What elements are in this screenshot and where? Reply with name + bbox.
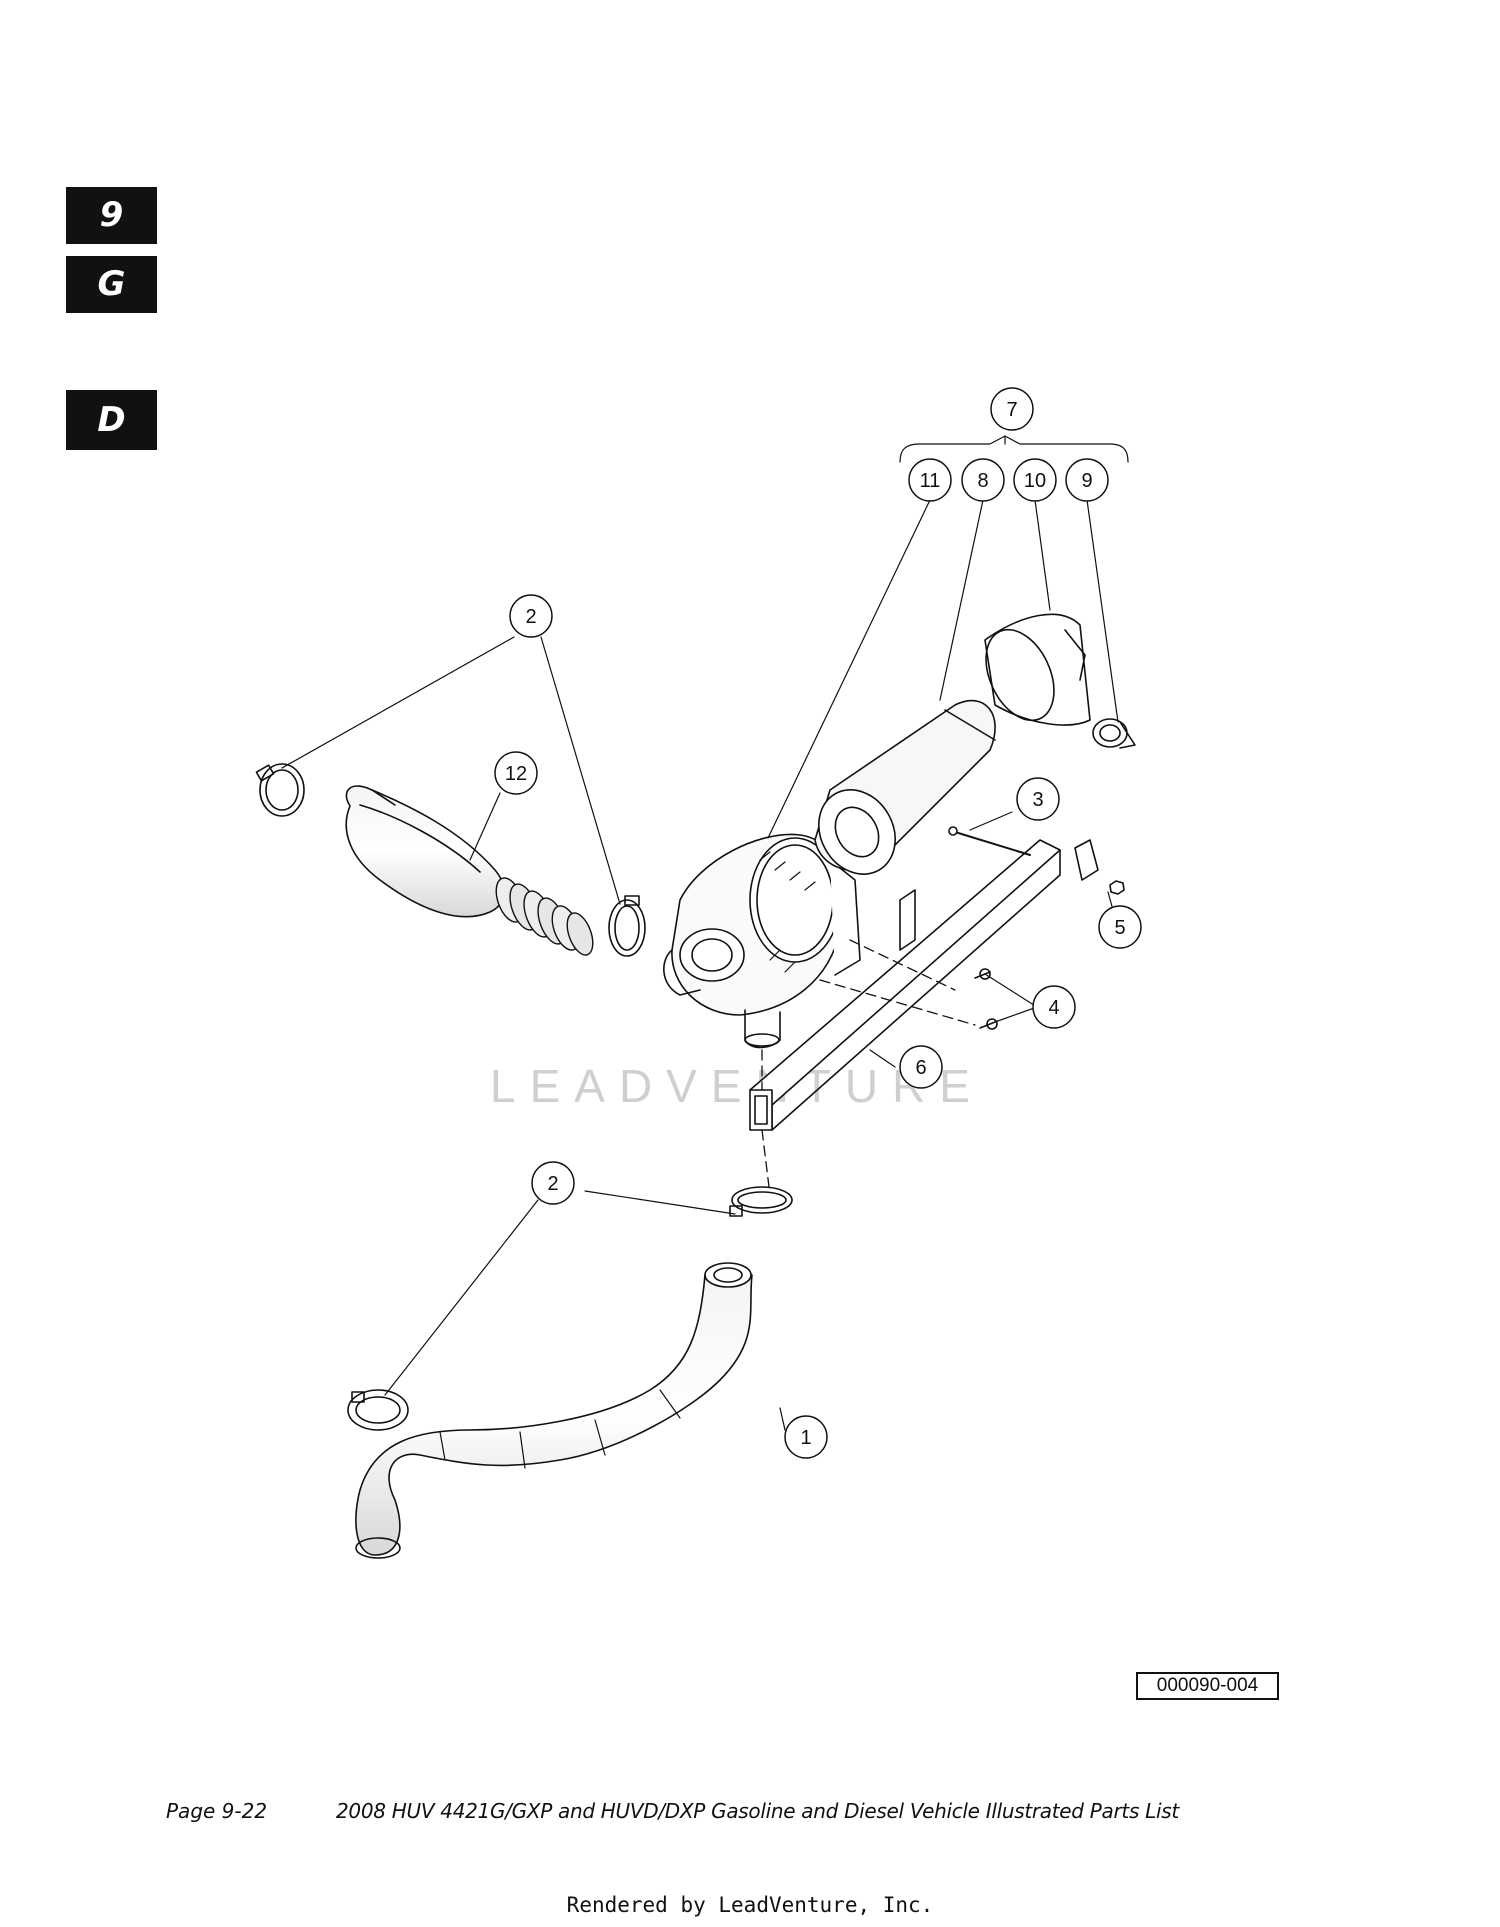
hose-clamp-lower-left: [347, 1389, 409, 1431]
leader-lines: [281, 435, 1129, 1431]
screw-lower: [979, 1018, 998, 1030]
callout-10: 10: [1024, 470, 1046, 492]
section-tab-g: G: [66, 256, 157, 313]
callout-8: 8: [977, 470, 988, 492]
callout-3: 3: [1032, 789, 1043, 811]
hose-clamp-lower-mid: [729, 1186, 793, 1217]
screw-upper: [974, 968, 991, 980]
section-tab-d: D: [66, 390, 157, 450]
callout-9: 9: [1081, 470, 1092, 492]
callout-11: 11: [920, 470, 941, 492]
callout-2-upper: 2: [525, 606, 536, 628]
callout-7: 7: [1006, 399, 1017, 421]
mounting-bracket: [749, 839, 1099, 1131]
callout-2-lower: 2: [547, 1173, 558, 1195]
callout-12: 12: [505, 763, 527, 785]
callout-1: 1: [800, 1427, 811, 1449]
watermark-text: LEADVENTURE: [490, 1060, 984, 1112]
callout-5: 5: [1114, 917, 1125, 939]
bolt: [948, 826, 1031, 856]
callout-circles: [494, 387, 1142, 1459]
nut: [1109, 880, 1125, 895]
callout-4: 4: [1048, 997, 1059, 1019]
lower-intake-hose: [355, 1262, 753, 1559]
page-number: Page 9-22: [166, 1799, 268, 1823]
hose-clamp-upper-left: [255, 763, 305, 817]
section-tab-9: 9: [66, 187, 157, 244]
air-cleaner-housing: [663, 833, 861, 1049]
document-title: 2008 HUV 4421G/GXP and HUVD/DXP Gasoline…: [336, 1799, 1179, 1823]
vacuator-valve: [1092, 718, 1136, 749]
callout-6: 6: [915, 1057, 926, 1079]
render-credit: Rendered by LeadVenture, Inc.: [566, 1893, 934, 1917]
air-filter-element: [814, 699, 996, 875]
air-cleaner-cover: [984, 613, 1091, 726]
intake-duct: [345, 785, 594, 956]
drawing-number-box: 000090-004: [1136, 1672, 1279, 1700]
hose-clamp-upper-mid: [608, 895, 646, 957]
